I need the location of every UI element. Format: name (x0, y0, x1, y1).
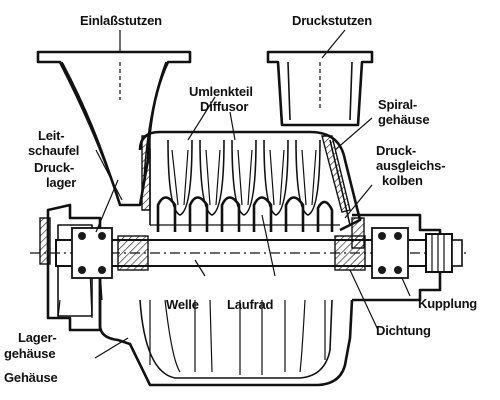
coupling (425, 233, 463, 273)
label-laufrad: Laufrad (227, 297, 274, 312)
label-leitschaufel-2: schaufel (28, 143, 80, 158)
label-diffusor: Diffusor (200, 99, 249, 114)
label-welle: Welle (166, 297, 199, 312)
label-gehaeuse: Gehäuse (4, 370, 58, 385)
label-druckausgleich-3: kolben (382, 173, 423, 188)
label-kupplung: Kupplung (418, 296, 478, 311)
stage-casing (138, 130, 362, 232)
label-spiral-2: gehäuse (378, 112, 430, 127)
label-spiral-1: Spiral- (378, 97, 418, 112)
label-dichtung: Dichtung (376, 323, 431, 338)
diffuser-vanes (167, 139, 321, 216)
label-umlenkteil: Umlenkteil (189, 84, 253, 99)
label-druckstutzen: Druckstutzen (292, 13, 372, 28)
bearings (71, 227, 409, 279)
label-leitschaufel-1: Leit- (38, 128, 65, 143)
discharge-nozzle (266, 50, 374, 127)
leader-lines (57, 29, 411, 359)
label-druckausgleich-1: Druck- (376, 143, 416, 158)
label-drucklager-2: lager (46, 175, 77, 190)
label-druckausgleich-2: ausgleichs- (376, 158, 446, 173)
label-einlassstutzen: Einlaßstutzen (80, 13, 162, 28)
impellers (150, 196, 340, 232)
label-lagergehaeuse-1: Lager- (18, 330, 57, 345)
lower-casing (98, 278, 354, 387)
label-drucklager-1: Druck- (34, 160, 74, 175)
label-lagergehaeuse-2: gehäuse (4, 346, 56, 361)
